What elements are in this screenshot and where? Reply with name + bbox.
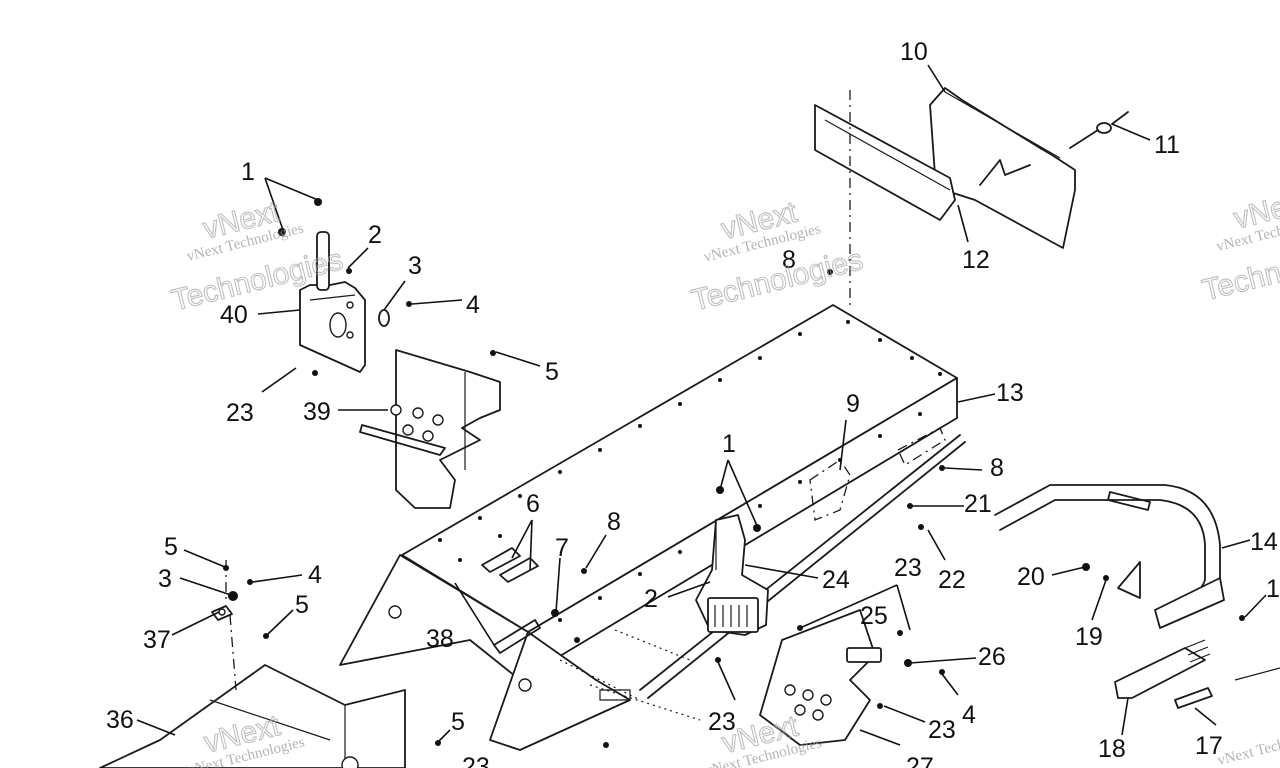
- callout-1-center: 1: [722, 430, 736, 458]
- center-bracket: [695, 514, 882, 746]
- callout-23-lower-center: 23: [708, 708, 736, 736]
- callout-11: 11: [1154, 131, 1180, 159]
- callout-5-bottom: 5: [451, 708, 465, 736]
- fasteners: [223, 198, 1245, 748]
- callout-4-lower-right: 4: [962, 701, 976, 729]
- watermark-text: vNext Technologies: [1216, 724, 1280, 768]
- callout-24: 24: [822, 566, 850, 594]
- callout-2: 2: [368, 221, 382, 249]
- callout-18: 18: [1098, 735, 1126, 763]
- callout-22: 22: [938, 566, 966, 594]
- callout-27: 27: [906, 753, 934, 768]
- callout-8: 8: [782, 246, 796, 274]
- callout-numbers: 10 11 12 1 2 3 4 40 5 23 39 8 13 9 1 8 2…: [106, 38, 1280, 768]
- callout-4: 4: [466, 291, 480, 319]
- callout-8-center: 8: [607, 508, 621, 536]
- callout-3-lower: 3: [158, 565, 172, 593]
- callout-13: 13: [996, 379, 1024, 407]
- callout-20: 20: [1017, 563, 1045, 591]
- callout-3: 3: [408, 252, 422, 280]
- callout-7: 7: [555, 534, 569, 562]
- callout-5-lower: 5: [164, 533, 178, 561]
- callout-40: 40: [220, 301, 248, 329]
- callout-23-center: 23: [894, 554, 922, 582]
- callout-2-center: 2: [644, 585, 658, 613]
- callout-17: 17: [1195, 732, 1223, 760]
- callout-36: 36: [106, 706, 134, 734]
- callout-4-lower: 4: [308, 561, 322, 589]
- callout-26: 26: [978, 643, 1006, 671]
- callout-25: 25: [860, 602, 888, 630]
- lower-left-parts: [99, 560, 406, 768]
- right-parts: [994, 484, 1280, 709]
- callout-6: 6: [526, 490, 540, 518]
- callout-23: 23: [226, 399, 254, 427]
- callout-12: 12: [962, 246, 990, 274]
- flap-assembly: [814, 87, 1129, 310]
- callout-19: 19: [1075, 623, 1103, 651]
- callout-9: 9: [846, 390, 860, 418]
- leader-lines: [136, 64, 1267, 746]
- callout-1: 1: [241, 158, 255, 186]
- callout-8-right: 8: [990, 454, 1004, 482]
- callout-39: 39: [303, 398, 331, 426]
- callout-23-lower-right: 23: [928, 716, 956, 744]
- callout-21: 21: [964, 490, 992, 518]
- callout-1-right-edge: 1: [1266, 575, 1280, 603]
- callout-5-lower-right: 5: [295, 591, 309, 619]
- upper-left-bracket: [299, 231, 501, 509]
- callout-14: 14: [1250, 528, 1278, 556]
- callout-38: 38: [426, 625, 454, 653]
- callout-10: 10: [900, 38, 928, 66]
- callout-37: 37: [143, 626, 171, 654]
- callout-23-bottom: 23: [462, 753, 490, 768]
- callout-5: 5: [545, 358, 559, 386]
